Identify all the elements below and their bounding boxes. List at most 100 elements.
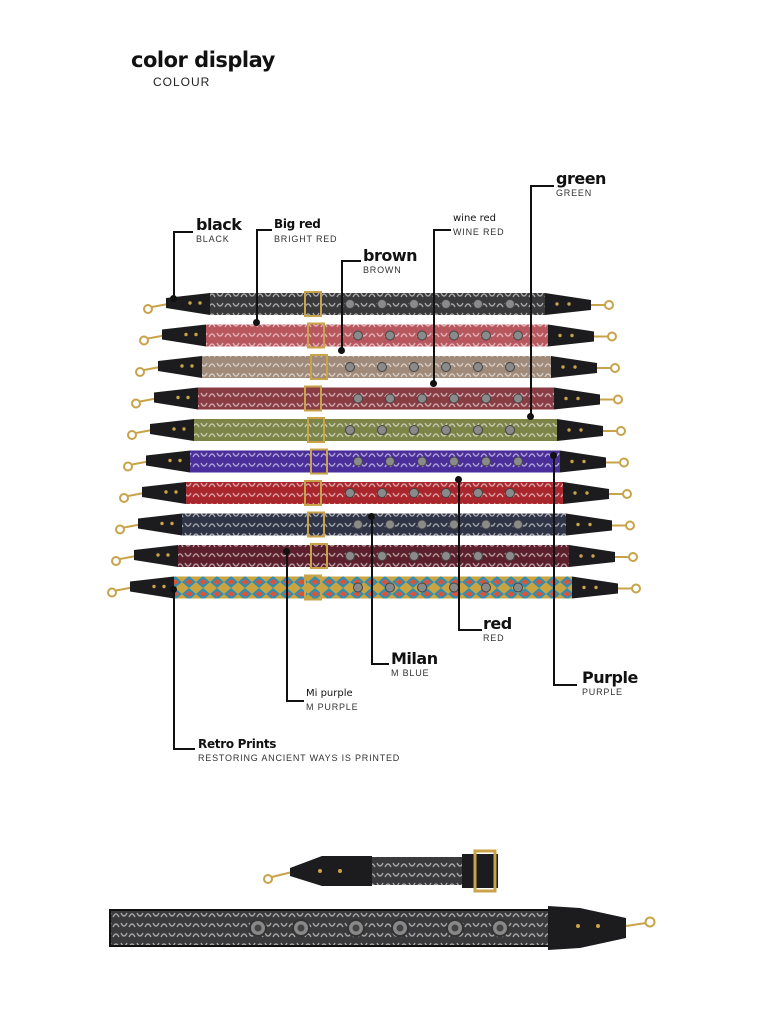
leader-line-wine-red-h bbox=[433, 229, 451, 231]
stud bbox=[417, 582, 427, 593]
stud bbox=[481, 519, 491, 530]
leader-line-black bbox=[173, 232, 175, 298]
rivet bbox=[174, 490, 178, 494]
rivet bbox=[555, 302, 559, 306]
stud bbox=[449, 393, 459, 404]
leader-line-black-h bbox=[173, 231, 193, 233]
strap-red bbox=[119, 480, 632, 506]
hook-stem-left bbox=[123, 523, 141, 529]
stud bbox=[513, 456, 523, 467]
rivet bbox=[186, 395, 190, 400]
stud bbox=[505, 362, 515, 372]
stud-center bbox=[254, 924, 262, 932]
marker-dot-retro bbox=[170, 586, 177, 593]
rivet bbox=[170, 521, 174, 526]
hook-left bbox=[139, 335, 149, 346]
stud bbox=[377, 488, 387, 498]
stud-center bbox=[396, 924, 404, 932]
hook-stem-left bbox=[271, 871, 293, 878]
detail-strap-short bbox=[263, 849, 498, 893]
strap-pattern bbox=[194, 419, 557, 441]
stud bbox=[481, 330, 491, 341]
strap-band bbox=[174, 576, 572, 599]
strap-pattern bbox=[182, 513, 566, 536]
strap-mi-purple bbox=[111, 543, 638, 569]
stud bbox=[377, 362, 387, 372]
hook-right bbox=[607, 331, 617, 342]
hook-left bbox=[123, 461, 133, 472]
rivet bbox=[338, 869, 342, 873]
hook-left bbox=[263, 874, 273, 884]
leather-tab-left bbox=[138, 513, 182, 536]
stud bbox=[345, 551, 355, 561]
buckle bbox=[304, 574, 322, 601]
hook-right bbox=[604, 300, 614, 310]
label-big-red: Big red BRIGHT RED bbox=[274, 218, 337, 244]
rivet bbox=[176, 395, 180, 400]
hook-left bbox=[143, 304, 153, 314]
leader-line-brown bbox=[341, 260, 343, 352]
rivet bbox=[318, 869, 322, 873]
stud-center bbox=[451, 924, 459, 932]
hook-stem-left bbox=[147, 334, 165, 340]
rivet bbox=[178, 458, 182, 463]
stud bbox=[513, 330, 523, 341]
hook-right bbox=[616, 426, 626, 436]
strap-purple bbox=[123, 448, 629, 475]
stud bbox=[505, 551, 515, 561]
stud bbox=[417, 393, 427, 404]
leather-tab-right bbox=[548, 906, 626, 950]
rivet bbox=[160, 521, 164, 526]
hook-right bbox=[644, 916, 656, 928]
rivet bbox=[588, 522, 592, 527]
hook-stem-left bbox=[115, 586, 133, 592]
leader-line-green-h bbox=[530, 185, 554, 187]
leather-tab-left bbox=[162, 324, 206, 347]
stud bbox=[409, 425, 419, 435]
leather-tab-left bbox=[166, 293, 210, 315]
label-black-main: black bbox=[196, 215, 242, 234]
strap-brown bbox=[135, 354, 620, 380]
label-retro-prints-sub: RESTORING ANCIENT WAYS IS PRINTED bbox=[198, 753, 401, 763]
hook-stem-left bbox=[127, 492, 145, 497]
label-retro-prints: Retro Prints RESTORING ANCIENT WAYS IS P… bbox=[198, 738, 400, 763]
leather-end bbox=[462, 854, 498, 888]
stud bbox=[449, 456, 459, 467]
label-milan-sub: M BLUE bbox=[391, 668, 430, 678]
label-wine-red: wine red WINE RED bbox=[453, 214, 504, 237]
stud bbox=[473, 362, 483, 372]
label-purple-sub: PURPLE bbox=[582, 687, 623, 697]
leader-line-brown-h bbox=[341, 260, 361, 262]
page-title: color display bbox=[131, 48, 275, 72]
stud bbox=[441, 551, 451, 561]
stud-center bbox=[496, 924, 504, 932]
label-red-main: red bbox=[483, 614, 512, 633]
buckle bbox=[307, 322, 325, 349]
stud bbox=[345, 299, 355, 309]
rivet bbox=[582, 585, 586, 590]
hook-stem-left bbox=[131, 460, 149, 466]
buckle bbox=[307, 511, 325, 538]
label-green-sub: GREEN bbox=[556, 188, 593, 198]
leader-line-purple-h bbox=[553, 684, 577, 686]
stud bbox=[353, 393, 363, 404]
buckle bbox=[473, 849, 497, 893]
hook-stem-left bbox=[151, 303, 169, 308]
strap-black bbox=[143, 291, 614, 317]
label-wine-red-main: wine red bbox=[453, 213, 497, 224]
label-black-sub: BLACK bbox=[196, 234, 230, 244]
hook-right bbox=[610, 363, 620, 373]
hook-left bbox=[131, 398, 141, 409]
stud bbox=[513, 582, 523, 593]
stud bbox=[481, 582, 491, 593]
rivet bbox=[573, 365, 577, 369]
buckle bbox=[307, 417, 325, 443]
hook-stem-left bbox=[143, 366, 161, 371]
leader-line-milan bbox=[371, 517, 373, 664]
rivet bbox=[596, 924, 600, 928]
stud bbox=[417, 519, 427, 530]
stud-center bbox=[297, 924, 305, 932]
strap-pattern bbox=[110, 910, 550, 946]
strap-big-red bbox=[139, 322, 617, 349]
